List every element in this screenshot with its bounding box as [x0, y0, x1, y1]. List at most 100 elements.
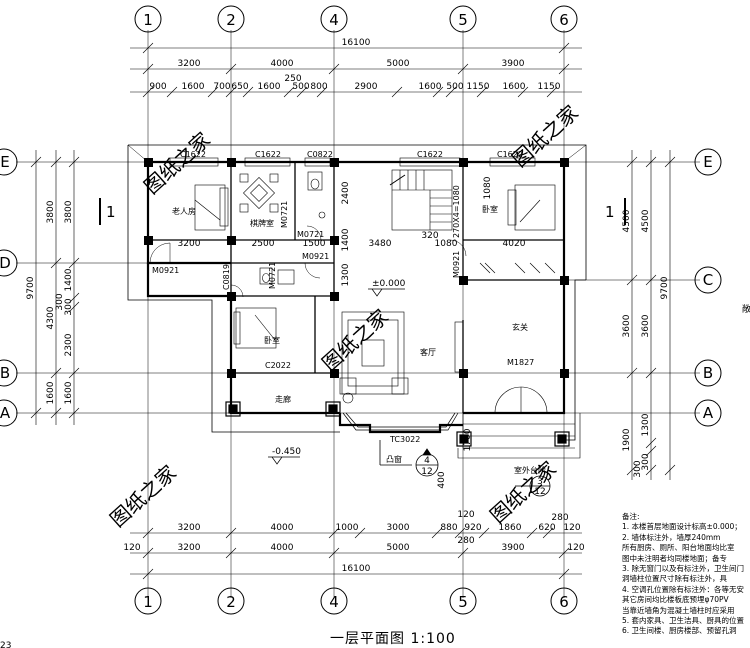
dim-top-r2: 1150: [538, 82, 561, 92]
note-line: 图中未注明者均同楼地面；备专: [622, 553, 727, 563]
dim-right-c2: 3600: [641, 314, 651, 337]
dim-left-c3: 1600: [64, 381, 74, 404]
bottom-dimension-text: 3200 4000 1000 3000 880 920 1860 620 120…: [123, 510, 584, 574]
axis-bottom-6: 6: [559, 593, 569, 611]
dim-right-total: 9700: [660, 276, 670, 299]
dim-top-r2: 1600: [419, 82, 442, 92]
dim-bottom-r2: 5000: [387, 543, 410, 553]
int-dim: 2400: [341, 181, 351, 204]
axis-bottom-5: 5: [458, 593, 468, 611]
left-dimension-text: 9700 3800 4300 1600 3800 1400 300 300 23…: [26, 200, 74, 404]
dim-right-c2: 300: [641, 453, 651, 470]
dim-bottom-r1: 920: [464, 523, 481, 533]
living-room-sofa: [339, 311, 409, 404]
structural-columns: [144, 158, 569, 378]
room-bedroom-right: 卧室: [482, 204, 498, 214]
bed-elder-room: [194, 184, 229, 231]
section-markers: [99, 198, 626, 225]
edge-text-right: 敞: [742, 303, 750, 315]
notes-title: 备注:: [622, 512, 640, 521]
dim-left-c3: 1400: [64, 268, 74, 291]
code-c0819: C0819: [222, 264, 231, 290]
left-dimension-lines: [30, 150, 80, 425]
dim-left-c3: 300: [55, 293, 65, 310]
axis-right-a: A: [703, 404, 714, 422]
axis-top-4: 4: [329, 11, 339, 29]
dim-bottom-misc: 280: [457, 536, 474, 546]
roof-outline-left: [127, 145, 340, 433]
code-c0822: C0822: [307, 150, 333, 159]
note-line: 4. 空调孔位置除有标注外：各等无安: [622, 584, 745, 594]
dim-left-c2: 3800: [46, 200, 56, 223]
room-entrance: 玄关: [512, 322, 528, 332]
dim-right-c2: 1300: [641, 413, 651, 436]
chess-table: [239, 173, 279, 213]
dim-total-bottom: 16100: [342, 564, 371, 574]
dim-left-c2: 4300: [46, 306, 56, 329]
int-dim: 3480: [369, 239, 392, 249]
int-dim: 1300: [341, 263, 351, 286]
note-line: 当靠近墙角为混凝土墙柱时应采用: [622, 605, 735, 615]
staircase: [389, 169, 453, 231]
outside-level-marker: [268, 456, 300, 465]
room-elder: 老人房: [172, 206, 196, 216]
dim-top-r2: 700: [213, 82, 230, 92]
outside-level-text: -0.450: [272, 447, 301, 457]
dim-bottom-misc: 120: [457, 510, 474, 520]
dim-top-r1: 5000: [387, 59, 410, 69]
note-line: 6. 卫生间楼、厨房楼部、预留孔洞: [622, 626, 737, 636]
code-c2022: C2022: [265, 361, 291, 370]
section-mark-right: 1: [605, 203, 615, 221]
axis-top-1: 1: [143, 11, 153, 29]
watermark-text: 图纸之家: [105, 460, 181, 531]
dim-total-top: 16100: [342, 38, 371, 48]
floor-level-text: ±0.000: [372, 279, 406, 289]
axis-bubbles: [0, 5, 722, 615]
detail-callouts: [379, 440, 551, 497]
right-dimension-text: 4500 3600 1900 4500 3600 1300 300 9700 3…: [622, 209, 670, 477]
dim-bottom-r1: 1000: [336, 523, 359, 533]
int-dim: 1400: [341, 228, 351, 251]
outdoor-steps: [457, 413, 581, 459]
right-dimension-lines: [626, 150, 676, 480]
dim-top-r2: 900: [149, 82, 166, 92]
int-dim: 1700: [463, 428, 473, 451]
dim-bottom-r2: 3900: [502, 543, 525, 553]
axis-bottom-4: 4: [329, 593, 339, 611]
dim-left-c2: 1600: [46, 381, 56, 404]
axis-left-d: D: [0, 254, 11, 272]
dim-left-c3: 300: [64, 298, 74, 315]
room-labels: 老人房 棋牌室 卧室 卧室 客厅 玄关 走廊 凸窗 室外台阶: [172, 204, 546, 475]
int-dim: 1500: [303, 239, 326, 249]
code-m1827: M1827: [507, 358, 534, 367]
dim-bottom-r1: 1860: [499, 523, 522, 533]
dim-bottom-misc: 120: [563, 523, 580, 533]
axis-top-2: 2: [226, 11, 236, 29]
dim-bottom-r1: 620: [538, 523, 555, 533]
note-line: 2. 墙体标注外，墙厚240mm: [622, 532, 721, 542]
dim-bottom-misc: 280: [551, 513, 568, 523]
int-dim: 400: [437, 471, 447, 488]
axis-left-b: B: [0, 364, 10, 382]
note-line: 所有厨房、厕所、阳台地面均比室: [622, 543, 735, 553]
int-dim: 2500: [252, 239, 275, 249]
dim-bottom-r2: 120: [567, 543, 584, 553]
axis-bottom-2: 2: [226, 593, 236, 611]
dim-right-c1: 3600: [622, 314, 632, 337]
door-swings: [149, 225, 467, 298]
axis-labels: 1 2 4 5 6 1 2 4 5 6 E D B A E C B A: [0, 11, 714, 611]
code-m0721: M0721: [297, 230, 324, 239]
dim-top-r2: 1600: [182, 82, 205, 92]
dim-bottom-r2: 120: [123, 543, 140, 553]
room-outdoor-steps: 室外台阶: [514, 465, 546, 475]
roof-outline: [128, 144, 587, 441]
dim-bottom-r2: 4000: [271, 543, 294, 553]
dim-top-r1: 3200: [178, 59, 201, 69]
corner-text: 23: [0, 641, 11, 648]
int-dim: 1080: [483, 176, 493, 199]
dim-bottom-r2: 3200: [178, 543, 201, 553]
note-line: 5. 套内家具、卫生洁具、厨具的位置: [622, 615, 745, 625]
int-dim: 320: [421, 231, 438, 241]
room-bay-window: 凸窗: [386, 454, 402, 464]
